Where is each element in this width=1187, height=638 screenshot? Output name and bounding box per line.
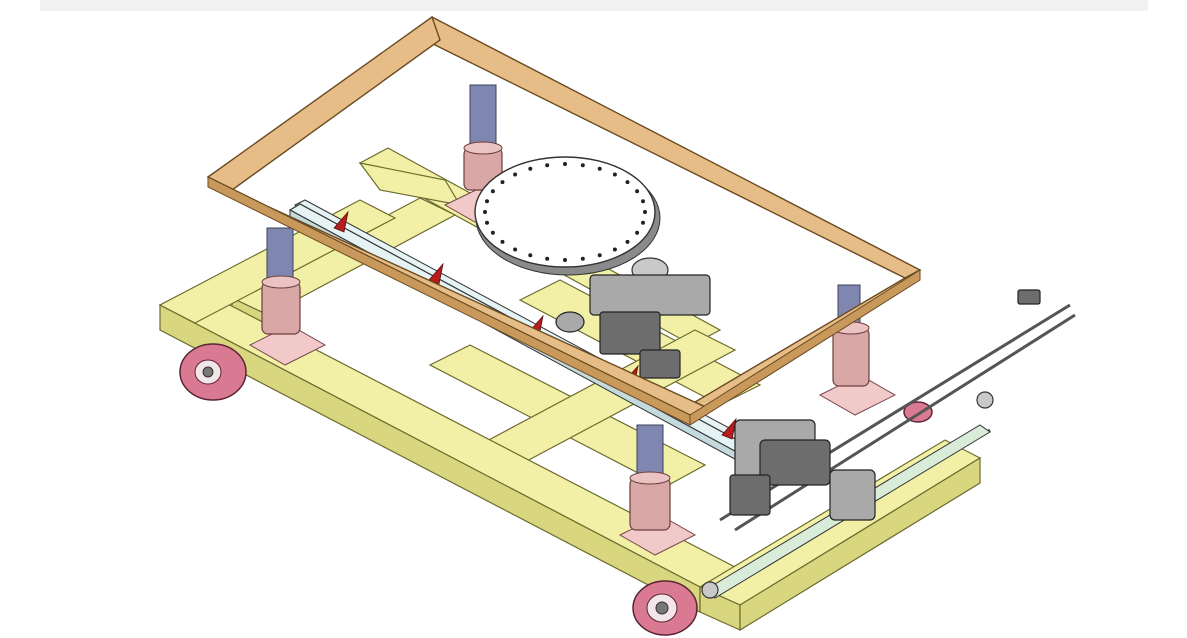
turntable-bolt [612, 247, 617, 252]
turntable-bolt [635, 189, 640, 194]
beam-markers [333, 210, 737, 440]
beam-marker [333, 210, 349, 233]
wheel-rear-left [179, 343, 247, 401]
turntable-bolt [545, 256, 550, 261]
turntable-bolt [625, 180, 630, 185]
turntable-bolt [597, 166, 602, 171]
wheel-front-right [632, 580, 698, 636]
lifting-columns [261, 84, 870, 531]
turntable-bolt [483, 210, 487, 214]
turntable-bolt-ring [483, 162, 647, 262]
wheels [179, 343, 933, 636]
turntable-bolt [490, 230, 495, 235]
turntable-bolt [625, 239, 630, 244]
top-strip [40, 0, 1148, 11]
column-right [832, 284, 870, 387]
turntable-bolt [580, 163, 585, 168]
turntable-bolt [641, 199, 645, 204]
slew-drive [555, 257, 711, 379]
turntable-bolt [490, 189, 495, 194]
column-front [629, 424, 671, 531]
turntable-bolt [612, 172, 617, 177]
turntable-bolt [528, 166, 533, 171]
turntable-bolt [500, 180, 505, 185]
turntable-bolt [641, 220, 645, 225]
turntable-bolt [545, 163, 550, 168]
side-linear-drive [701, 289, 1076, 599]
upper-frame [206, 15, 922, 426]
turntable-bolt [563, 258, 567, 262]
turntable-bolt [643, 210, 647, 214]
column-left [261, 227, 301, 335]
turntable-bolt [528, 253, 533, 258]
column-rear-left [463, 84, 503, 191]
turntable-bolt [485, 199, 489, 204]
beam-marker [721, 417, 737, 440]
chassis-right-endbeam-front [739, 456, 981, 632]
turntable-bolt [500, 239, 505, 244]
turntable-bolt [485, 220, 489, 225]
turntable-bolt [635, 230, 640, 235]
turntable [474, 156, 661, 276]
turntable-bolt [597, 253, 602, 258]
turntable-bolt [563, 162, 567, 166]
turntable-bolt [513, 247, 518, 252]
turntable-bolt [580, 256, 585, 261]
turntable-bolt [513, 172, 518, 177]
